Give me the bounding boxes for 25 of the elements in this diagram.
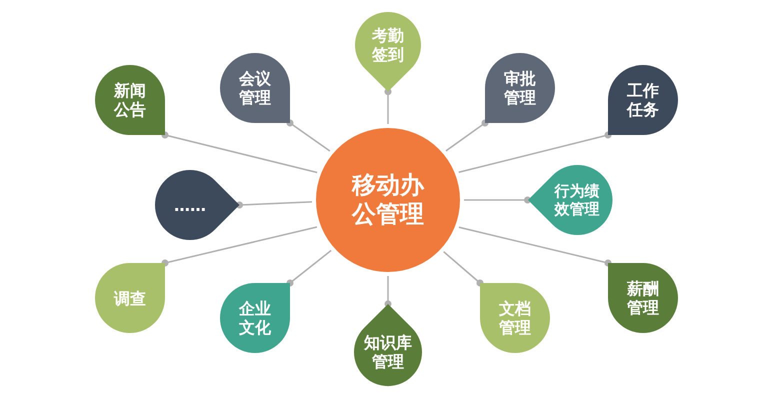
node-label: 考勤签到 <box>370 26 405 64</box>
node-label: 新闻公告 <box>112 81 147 120</box>
connector-line <box>162 132 318 174</box>
node-label: …… <box>173 196 207 215</box>
connector-line <box>443 251 484 286</box>
node-label: 行为绩效管理 <box>553 182 600 218</box>
connector-line <box>446 120 488 152</box>
connector-line <box>458 226 612 266</box>
node-label: 企业文化 <box>238 299 272 338</box>
node-label: 文档管理 <box>498 299 532 338</box>
node-label: 知识库管理 <box>363 332 413 372</box>
connector-line <box>236 201 312 208</box>
node-label: 会议管理 <box>238 69 272 108</box>
node-label: 薪酬管理 <box>626 279 660 318</box>
node-label: 审批管理 <box>503 69 537 108</box>
node-label: 移动办公管理 <box>350 171 426 229</box>
connector-line <box>162 226 318 266</box>
connector-line <box>384 88 392 124</box>
node-label: 工作任务 <box>626 81 660 120</box>
connector-line <box>464 196 531 204</box>
connector-line <box>384 276 392 308</box>
connector-line <box>286 120 330 152</box>
node-label: 调查 <box>112 288 147 308</box>
connector-line <box>458 132 612 173</box>
connector-line <box>286 250 332 286</box>
